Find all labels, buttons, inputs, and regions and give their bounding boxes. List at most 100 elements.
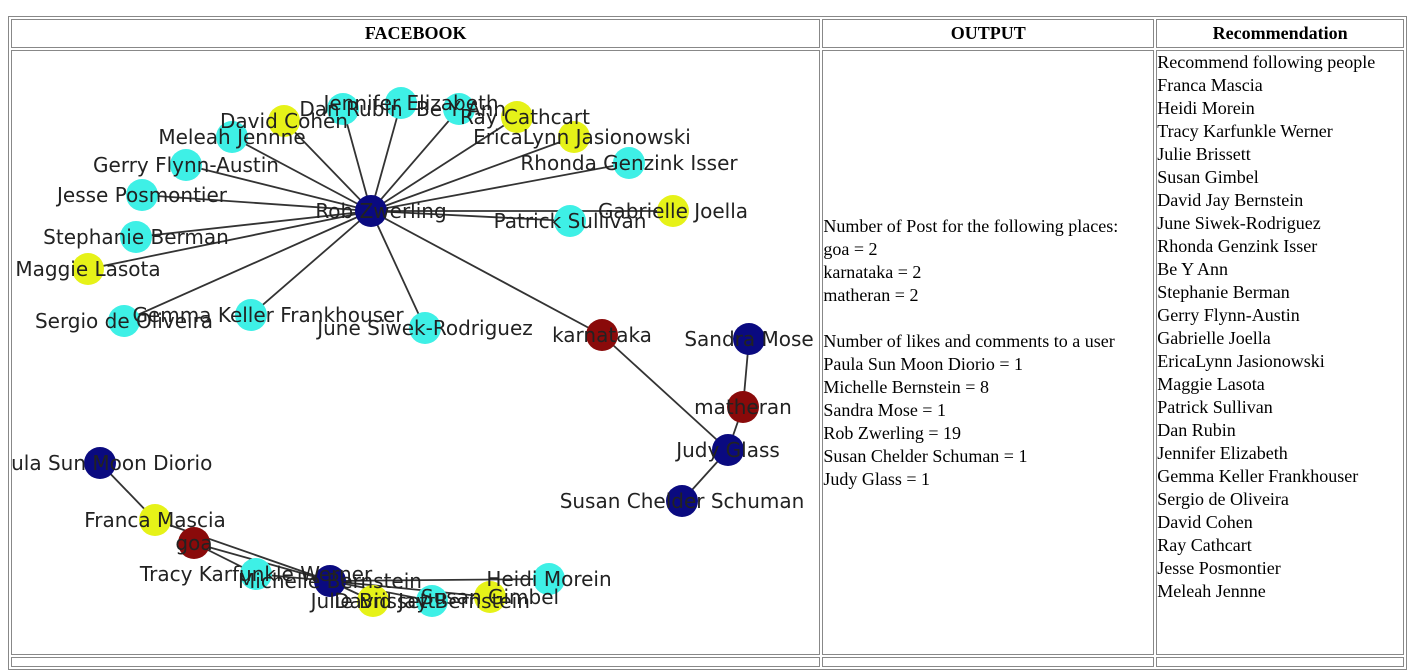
recommended-person: Gerry Flynn-Austin bbox=[1157, 305, 1300, 325]
graph-node-label: Gemma Keller Frankhouser bbox=[132, 303, 404, 327]
graph-node-goa bbox=[178, 527, 210, 559]
graph-node-patrick bbox=[554, 205, 586, 237]
graph-edge bbox=[135, 210, 372, 238]
header-row: FACEBOOK OUTPUT Recommendation bbox=[11, 19, 1404, 48]
graph-node-label: karnataka bbox=[552, 323, 652, 347]
graph-node-susang bbox=[474, 581, 506, 613]
graph-node-label: Susan Chelder Schuman bbox=[560, 489, 805, 513]
graph-node-label: Franca Mascia bbox=[84, 508, 226, 532]
graph-edge bbox=[185, 164, 372, 212]
recommended-person: Sergio de Oliveira bbox=[1157, 489, 1289, 509]
empty-row bbox=[11, 657, 1404, 667]
graph-node-rob bbox=[355, 195, 387, 227]
post-count-item: karnataka = 2 bbox=[823, 261, 922, 282]
graph-node-label: goa bbox=[175, 531, 212, 555]
recommended-person: Be Y Ann bbox=[1157, 259, 1228, 279]
graph-node-gemma bbox=[235, 299, 267, 331]
output-cell: Number of Post for the following places:… bbox=[822, 50, 1155, 655]
graph-edge bbox=[154, 519, 331, 582]
graph-edge bbox=[370, 102, 402, 212]
likes-count-item: Paula Sun Moon Diorio = 1 bbox=[823, 353, 1023, 374]
recommended-person: Stephanie Berman bbox=[1157, 282, 1290, 302]
graph-node-label: EricaLynn Jasionowski bbox=[473, 125, 691, 149]
header-facebook: FACEBOOK bbox=[11, 19, 821, 48]
graph-node-label: Stephanie Berman bbox=[43, 225, 229, 249]
likes-count-item: Rob Zwerling = 19 bbox=[823, 422, 961, 443]
graph-node-june bbox=[409, 312, 441, 344]
graph-edge bbox=[601, 334, 729, 451]
graph-edge bbox=[370, 116, 518, 212]
graph-edge bbox=[370, 210, 426, 329]
recommended-person: Meleah Jennne bbox=[1157, 581, 1266, 601]
recommended-person: Franca Mascia bbox=[1157, 75, 1263, 95]
graph-node-label: Jennifer Elizabeth bbox=[321, 91, 498, 115]
graph-edge bbox=[283, 120, 372, 212]
graph-node-label: Sergio de Oliveira bbox=[35, 309, 213, 333]
graph-node-meleah bbox=[216, 121, 248, 153]
graph-node-dan bbox=[327, 93, 359, 125]
graph-edge bbox=[370, 162, 630, 212]
recommended-person: Gemma Keller Frankhouser bbox=[1157, 466, 1359, 486]
graph-node-stephanie bbox=[120, 221, 152, 253]
recommended-person: David Jay Bernstein bbox=[1157, 190, 1304, 210]
recommended-person: Heidi Morein bbox=[1157, 98, 1255, 118]
graph-node-jesse bbox=[126, 179, 158, 211]
likes-count-item: Susan Chelder Schuman = 1 bbox=[823, 445, 1028, 466]
post-count-item: goa = 2 bbox=[823, 238, 878, 259]
graph-node-susanc bbox=[666, 485, 698, 517]
recommended-person: Ray Cathcart bbox=[1157, 535, 1252, 555]
graph-node-erica bbox=[558, 121, 590, 153]
graph-edge bbox=[231, 136, 372, 212]
graph-node-franca bbox=[139, 504, 171, 536]
graph-node-label: Rhonda Genzink Isser bbox=[520, 151, 738, 175]
graph-node-karnataka bbox=[586, 319, 618, 351]
graph-node-label: Jesse Posmontier bbox=[55, 183, 228, 207]
recommended-person: Gabrielle Joella bbox=[1157, 328, 1271, 348]
results-table: FACEBOOK OUTPUT Recommendation Rob Zwerl… bbox=[8, 16, 1407, 670]
header-recommendation: Recommendation bbox=[1156, 19, 1404, 48]
graph-node-ray bbox=[501, 101, 533, 133]
graph-node-davidjay bbox=[416, 585, 448, 617]
recommendation-heading: Recommend following people bbox=[1157, 52, 1376, 72]
graph-edge bbox=[342, 108, 372, 212]
graph-node-gabrielle bbox=[657, 195, 689, 227]
likes-count-item: Judy Glass = 1 bbox=[823, 468, 930, 489]
recommended-person: David Cohen bbox=[1157, 512, 1253, 532]
recommended-person: EricaLynn Jasionowski bbox=[1157, 351, 1325, 371]
graph-edge bbox=[370, 210, 571, 222]
recommended-person: Patrick Sullivan bbox=[1157, 397, 1273, 417]
graph-edge bbox=[250, 210, 372, 316]
graph-node-sandra bbox=[733, 323, 765, 355]
post-count-item: matheran = 2 bbox=[823, 284, 919, 305]
graph-node-label: Be Y Ann bbox=[416, 97, 506, 121]
graph-node-sergio bbox=[108, 305, 140, 337]
graph-node-maggie bbox=[72, 253, 104, 285]
graph-node-michelle bbox=[314, 565, 346, 597]
graph-node-label: Sandra Mose bbox=[684, 327, 813, 351]
graph-node-label: Judy Glass bbox=[674, 438, 780, 462]
recommended-person: Jesse Posmontier bbox=[1157, 558, 1281, 578]
graph-node-label: Tracy Karfunkle Werner bbox=[139, 562, 373, 586]
graph-node-beyann bbox=[443, 93, 475, 125]
graph-node-tracy bbox=[240, 558, 272, 590]
graph-node-label: Rob Zwerling bbox=[315, 199, 446, 223]
graph-node-label: David Cohen bbox=[220, 109, 348, 133]
graph-edge bbox=[370, 136, 575, 212]
graph-node-label: Gabrielle Joella bbox=[598, 199, 748, 223]
graph-node-label: Michelle Bernstein bbox=[238, 569, 422, 593]
graph-node-label: Paula Sun Moon Diorio bbox=[12, 451, 212, 475]
likes-heading: Number of likes and comments to a user bbox=[823, 330, 1115, 351]
graph-edge bbox=[329, 580, 491, 598]
graph-edge bbox=[329, 578, 550, 582]
graph-node-heidi bbox=[533, 563, 565, 595]
graph-node-label: Patrick Sullivan bbox=[494, 209, 647, 233]
recommended-person: Susan Gimbel bbox=[1157, 167, 1259, 187]
recommended-person: Maggie Lasota bbox=[1157, 374, 1265, 394]
graph-edge bbox=[123, 210, 372, 322]
graph-node-label: matheran bbox=[694, 395, 792, 419]
